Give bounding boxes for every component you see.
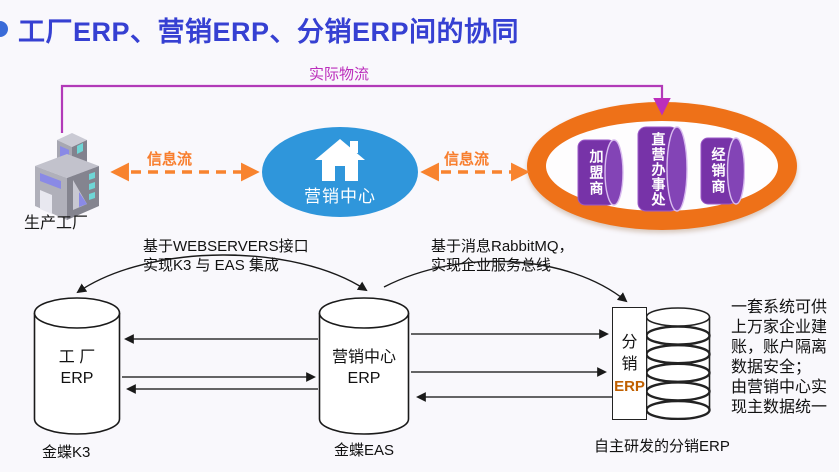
marketing-erp-node: 营销中心 ERP [318,297,410,435]
cylinder-shape [577,139,624,206]
factory-erp-node: 工 厂 ERP [33,297,121,435]
channel-member-franchisee: 加盟商 [577,139,624,206]
distribution-erp-label: 分 销 [621,334,638,373]
factory-erp-label: 工 厂 ERP [58,349,96,387]
title-bullet-icon [0,21,8,37]
marketing-center-node: 营销中心 [262,127,418,217]
cylinder-shape [700,137,745,205]
factory-icon [35,133,99,220]
info-flow-left-label: 信息流 [147,151,193,168]
footnote-kingdee-eas: 金蝶EAS [334,442,395,459]
distribution-erp-node: 分 销 ERP [612,307,647,420]
info-flow-right-label: 信息流 [444,151,490,168]
distribution-erp-suffix: ERP [614,378,645,395]
footnote-kingdee-k3: 金蝶K3 [42,444,91,461]
channel-member-label: 加盟商 [588,148,605,197]
saas-note: 一套系统可供 上万家企业建 账，账户隔离 数据安全； 由营销中心实 现主数据统一 [731,299,828,416]
channel-member-label: 经销商 [710,147,727,195]
page-title: 工厂ERP、营销ERP、分销ERP间的协同 [18,17,520,47]
factory-label: 生产工厂 [24,215,89,232]
rabbitmq-annotation: 基于消息RabbitMQ， 实现企业服务总线 [431,238,574,274]
marketing-erp-label: 营销中心 ERP [331,349,396,387]
disk-stack-icon [645,307,711,420]
channel-member-label: 直营办事处 [650,131,667,207]
footnote-selfdev-dist-erp: 自主研发的分销ERP [594,438,730,455]
marketing-center-label: 营销中心 [304,187,376,206]
db-cylinder-shape [33,297,121,435]
physical-flow-label: 实际物流 [309,66,370,83]
channel-member-direct-office: 直营办事处 [637,126,688,212]
cylinder-shape [637,126,688,212]
webservice-annotation: 基于WEBSERVERS接口 实现K3 与 EAS 集成 [143,238,309,274]
db-cylinder-shape [318,297,410,435]
home-icon [315,139,365,181]
channel-member-distributor: 经销商 [700,137,745,205]
